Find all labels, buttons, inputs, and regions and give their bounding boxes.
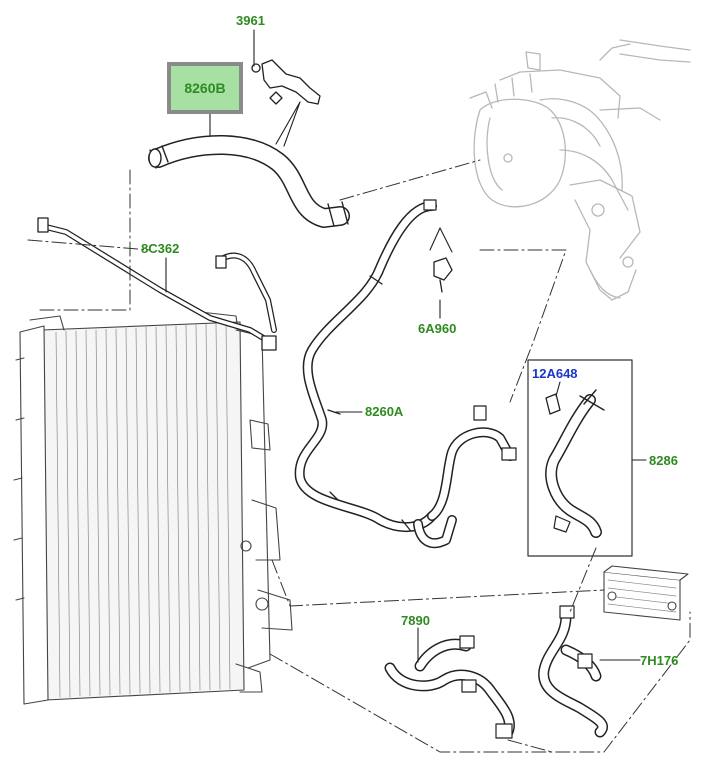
pipe-8c362 [37,217,277,351]
oil-cooler [603,565,689,621]
hose-8260b [148,135,350,228]
label-7h176[interactable]: 7H176 [640,653,679,668]
label-8260b: 8260B [184,80,226,96]
hose-7890 [384,635,515,739]
hose-7h176 [538,605,608,738]
label-12a648[interactable]: 12A648 [532,366,578,381]
label-7890[interactable]: 7890 [401,613,430,628]
highlighted-part-box[interactable]: 8260B [167,62,243,114]
connector-lines [27,159,691,753]
radiator [13,311,293,705]
engine-assembly-ghost [469,39,691,301]
label-8c362[interactable]: 8C362 [141,241,180,256]
label-8286[interactable]: 8286 [649,453,678,468]
label-3961[interactable]: 3961 [236,13,265,28]
label-8260a[interactable]: 8260A [365,404,404,419]
label-6a960[interactable]: 6A960 [418,321,457,336]
bracket-3961 [251,59,321,105]
leader-lines [165,29,647,663]
sensor-6a960 [433,257,453,293]
hose-8260a [294,199,517,549]
group-8286 [527,359,633,557]
